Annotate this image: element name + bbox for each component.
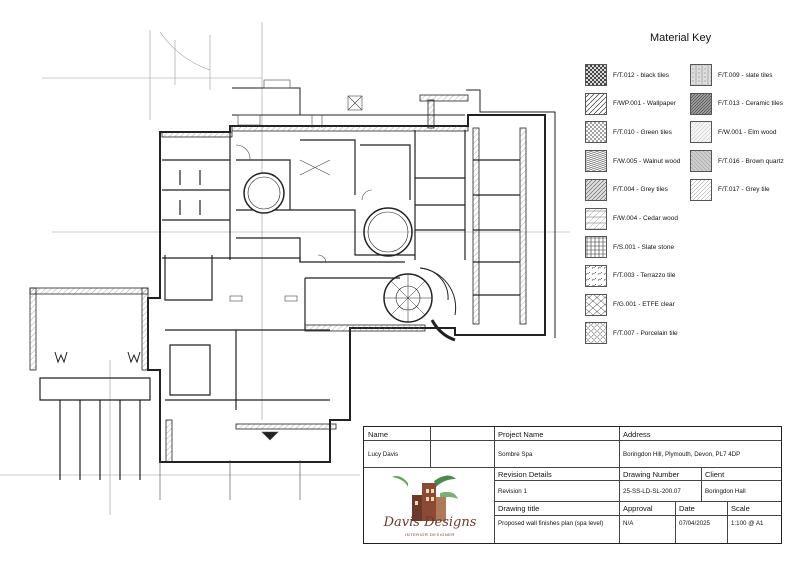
material-swatch [585,92,607,115]
material-key-label: F/WP.001 - Wallpaper [613,100,676,108]
project-name-label: Project Name [498,430,544,439]
project-name-value: Sombre Spa [498,451,533,458]
date-label: Date [679,504,695,513]
date-value: 07/04/2025 [679,520,710,527]
logo-text: Davis Designs [383,515,477,530]
material-key-label: F/W.005 - Walnut wood [613,157,681,165]
material-swatch [585,150,607,173]
material-swatch [690,178,712,201]
material-key-label: F/T.012 - black tiles [613,71,669,79]
approval-value: N/A [623,520,634,527]
revision-details-value: Revision 1 [498,488,527,495]
logo-subtext: INTERIOR DESIGNER [405,532,455,537]
material-key-item: F/W.004 - Cedar wood [585,207,679,230]
material-key-label: F/S.001 - Slate stone [613,243,675,251]
client-value: Boringdon Hall [705,488,746,495]
material-swatch [690,92,712,115]
material-swatch [690,121,712,144]
material-key-item: F/T.013 - Ceramic tiles [690,92,784,115]
client-label: Client [705,470,725,479]
scale-value: 1:100 @ A1 [731,520,764,527]
material-swatch [585,322,607,345]
material-swatch [585,121,607,144]
material-key-label: F/T.004 - Grey tiles [613,186,668,194]
material-key-title: Material Key [650,32,712,44]
material-key-label: F/T.017 - Grey tile [718,186,770,194]
material-key-item: F/T.017 - Grey tile [690,178,770,201]
material-key-label: F/W.001 - Elm wood [718,128,777,136]
material-key-label: F/T.007 - Porcelain tile [613,329,678,337]
title-block: Name Lucy Davis Project Name Sombre Spa … [363,426,782,544]
material-key-label: F/T.016 - Brown quartz [718,157,784,165]
davis-designs-logo: Davis Designs INTERIOR DESIGNER [370,471,490,541]
revision-details-label: Revision Details [498,470,552,479]
material-key-item: F/T.009 - slate tiles [690,64,773,86]
material-key-label: F/T.009 - slate tiles [718,71,773,79]
address-label: Address [623,430,651,439]
name-value: Lucy Davis [368,451,399,458]
scale-label: Scale [731,504,750,513]
material-key-item: F/S.001 - Slate stone [585,236,675,259]
material-key-label: F/G.001 - ETFE clear [613,301,675,309]
drawing-number-value: 25-SS-LD-SL-200.07 [623,488,681,495]
material-key-item: F/T.003 - Terrazzo tile [585,264,676,287]
material-key-item: F/T.016 - Brown quartz [690,150,784,173]
approval-label: Approval [623,504,653,513]
material-swatch [585,236,607,259]
material-key-item: F/T.007 - Porcelain tile [585,322,678,345]
material-swatch [585,178,607,201]
material-key-label: F/W.004 - Cedar wood [613,215,679,222]
material-key-item: F/T.012 - black tiles [585,64,669,86]
material-key-label: F/T.003 - Terrazzo tile [613,272,676,280]
material-key-item: F/WP.001 - Wallpaper [585,92,676,115]
material-key-item: F/G.001 - ETFE clear [585,293,675,316]
address-value: Boringdon Hill, Plymouth, Devon, PL7 4DP [623,451,741,458]
material-swatch [585,64,607,86]
name-label: Name [368,430,389,439]
material-key-label: F/T.013 - Ceramic tiles [718,100,784,108]
material-key-label: F/T.010 - Green tiles [613,128,672,136]
material-key-item: F/W.005 - Walnut wood [585,150,681,173]
drawing-title-value: Proposed wall finishes plan (spa level) [498,520,604,527]
material-swatch [690,64,712,86]
material-key-item: F/T.010 - Green tiles [585,121,672,144]
material-swatch [690,150,712,173]
drawing-title-label: Drawing title [498,504,540,513]
material-swatch [585,207,607,230]
material-swatch [585,293,607,316]
drawing-number-label: Drawing Number [623,470,680,479]
material-key-item: F/T.004 - Grey tiles [585,178,668,201]
material-key-item: F/W.001 - Elm wood [690,121,777,144]
material-swatch [585,264,607,287]
